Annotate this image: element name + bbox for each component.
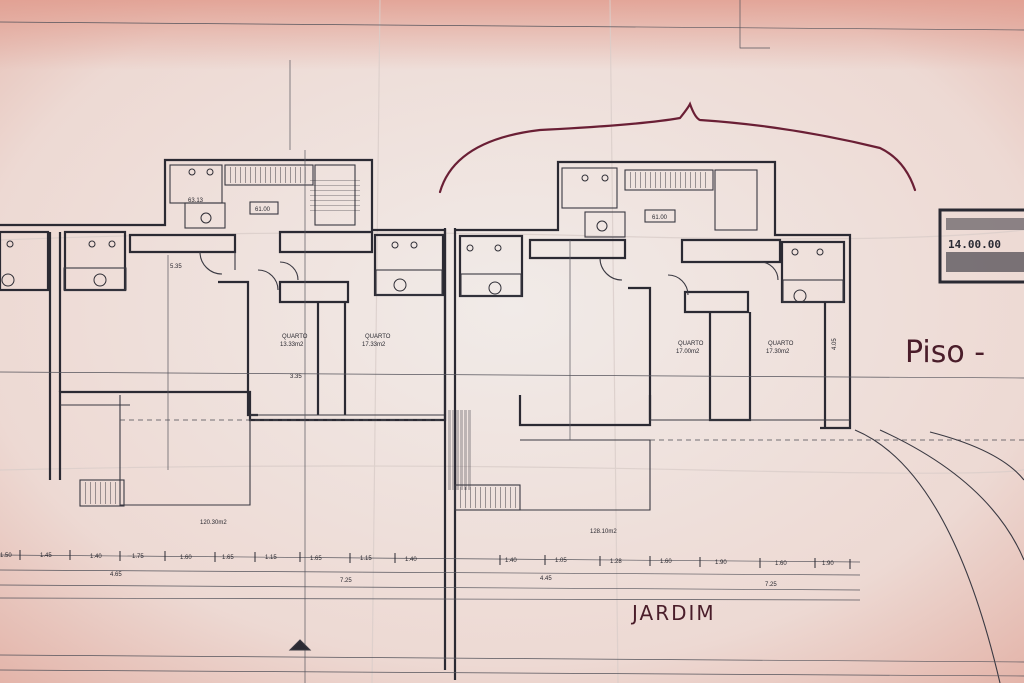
dim-9: 1.15 bbox=[360, 556, 372, 562]
left-room-a-name: QUARTO bbox=[282, 334, 308, 340]
handwritten-bracket bbox=[438, 101, 917, 194]
right-room-a-area: 17.00m2 bbox=[676, 349, 700, 355]
section-marker bbox=[288, 639, 312, 651]
dimension-labels: 1.50 1.45 1.40 1.75 1.60 1.65 1.15 1.65 … bbox=[0, 264, 838, 588]
dim-15: 1.90 bbox=[715, 560, 727, 566]
dimension-ticks bbox=[19, 550, 851, 569]
dim-6: 1.65 bbox=[222, 555, 234, 561]
party-wall bbox=[443, 228, 521, 680]
dim-mid-center: 3.35 bbox=[290, 374, 302, 380]
dim-14: 1.60 bbox=[660, 559, 672, 565]
dim-3: 1.40 bbox=[90, 554, 102, 560]
dim-13: 1.28 bbox=[610, 559, 622, 565]
left-room-a-area: 13.33m2 bbox=[280, 342, 304, 348]
dim-mid-left: 5.35 bbox=[170, 264, 182, 270]
dim-total-right: 7.25 bbox=[765, 582, 777, 588]
dim-11: 1.40 bbox=[505, 558, 517, 564]
dim-16: 1.60 bbox=[775, 561, 787, 567]
stamp-date: 14.00.00 bbox=[948, 238, 1001, 251]
left-stair-area: 61.00 bbox=[255, 207, 271, 213]
left-room-b-name: QUARTO bbox=[365, 334, 391, 340]
dim-partial-right: 4.45 bbox=[540, 576, 552, 582]
garden-label: JARDIM bbox=[630, 601, 716, 625]
dim-17: 1.90 bbox=[822, 561, 834, 567]
dim-7: 1.15 bbox=[265, 555, 277, 561]
axis-lines bbox=[0, 150, 1024, 683]
top-construction-lines bbox=[0, 0, 1024, 150]
left-unit bbox=[0, 158, 447, 507]
dim-8: 1.65 bbox=[310, 556, 322, 562]
left-bath-area: 63.13 bbox=[188, 198, 204, 204]
right-terrace-area: 128.10m2 bbox=[590, 529, 617, 535]
dim-1: 1.50 bbox=[0, 553, 12, 559]
left-room-b-area: 17.33m2 bbox=[362, 342, 386, 348]
paper-top-tint bbox=[0, 0, 1024, 70]
room-labels: QUARTO 13.33m2 QUARTO 17.33m2 63.13 61.0… bbox=[188, 198, 794, 535]
dim-12: 1.05 bbox=[555, 558, 567, 564]
right-room-b-area: 17.30m2 bbox=[766, 349, 790, 355]
dim-5: 1.60 bbox=[180, 555, 192, 561]
dim-4: 1.75 bbox=[132, 554, 144, 560]
right-stair-area: 61.00 bbox=[652, 215, 668, 221]
dim-mid-right: 4.05 bbox=[832, 338, 838, 350]
right-unit bbox=[455, 160, 1024, 683]
right-room-b-name: QUARTO bbox=[768, 341, 794, 347]
dim-total-left: 7.25 bbox=[340, 578, 352, 584]
right-room-a-name: QUARTO bbox=[678, 341, 704, 347]
dim-partial-left: 4.65 bbox=[110, 572, 122, 578]
dim-2: 1.45 bbox=[40, 553, 52, 559]
floor-label: Piso - bbox=[905, 335, 985, 370]
dim-10: 1.40 bbox=[405, 557, 417, 563]
left-terrace-area: 120.30m2 bbox=[200, 520, 227, 526]
approval-stamp: 14.00.00 bbox=[938, 208, 1024, 284]
